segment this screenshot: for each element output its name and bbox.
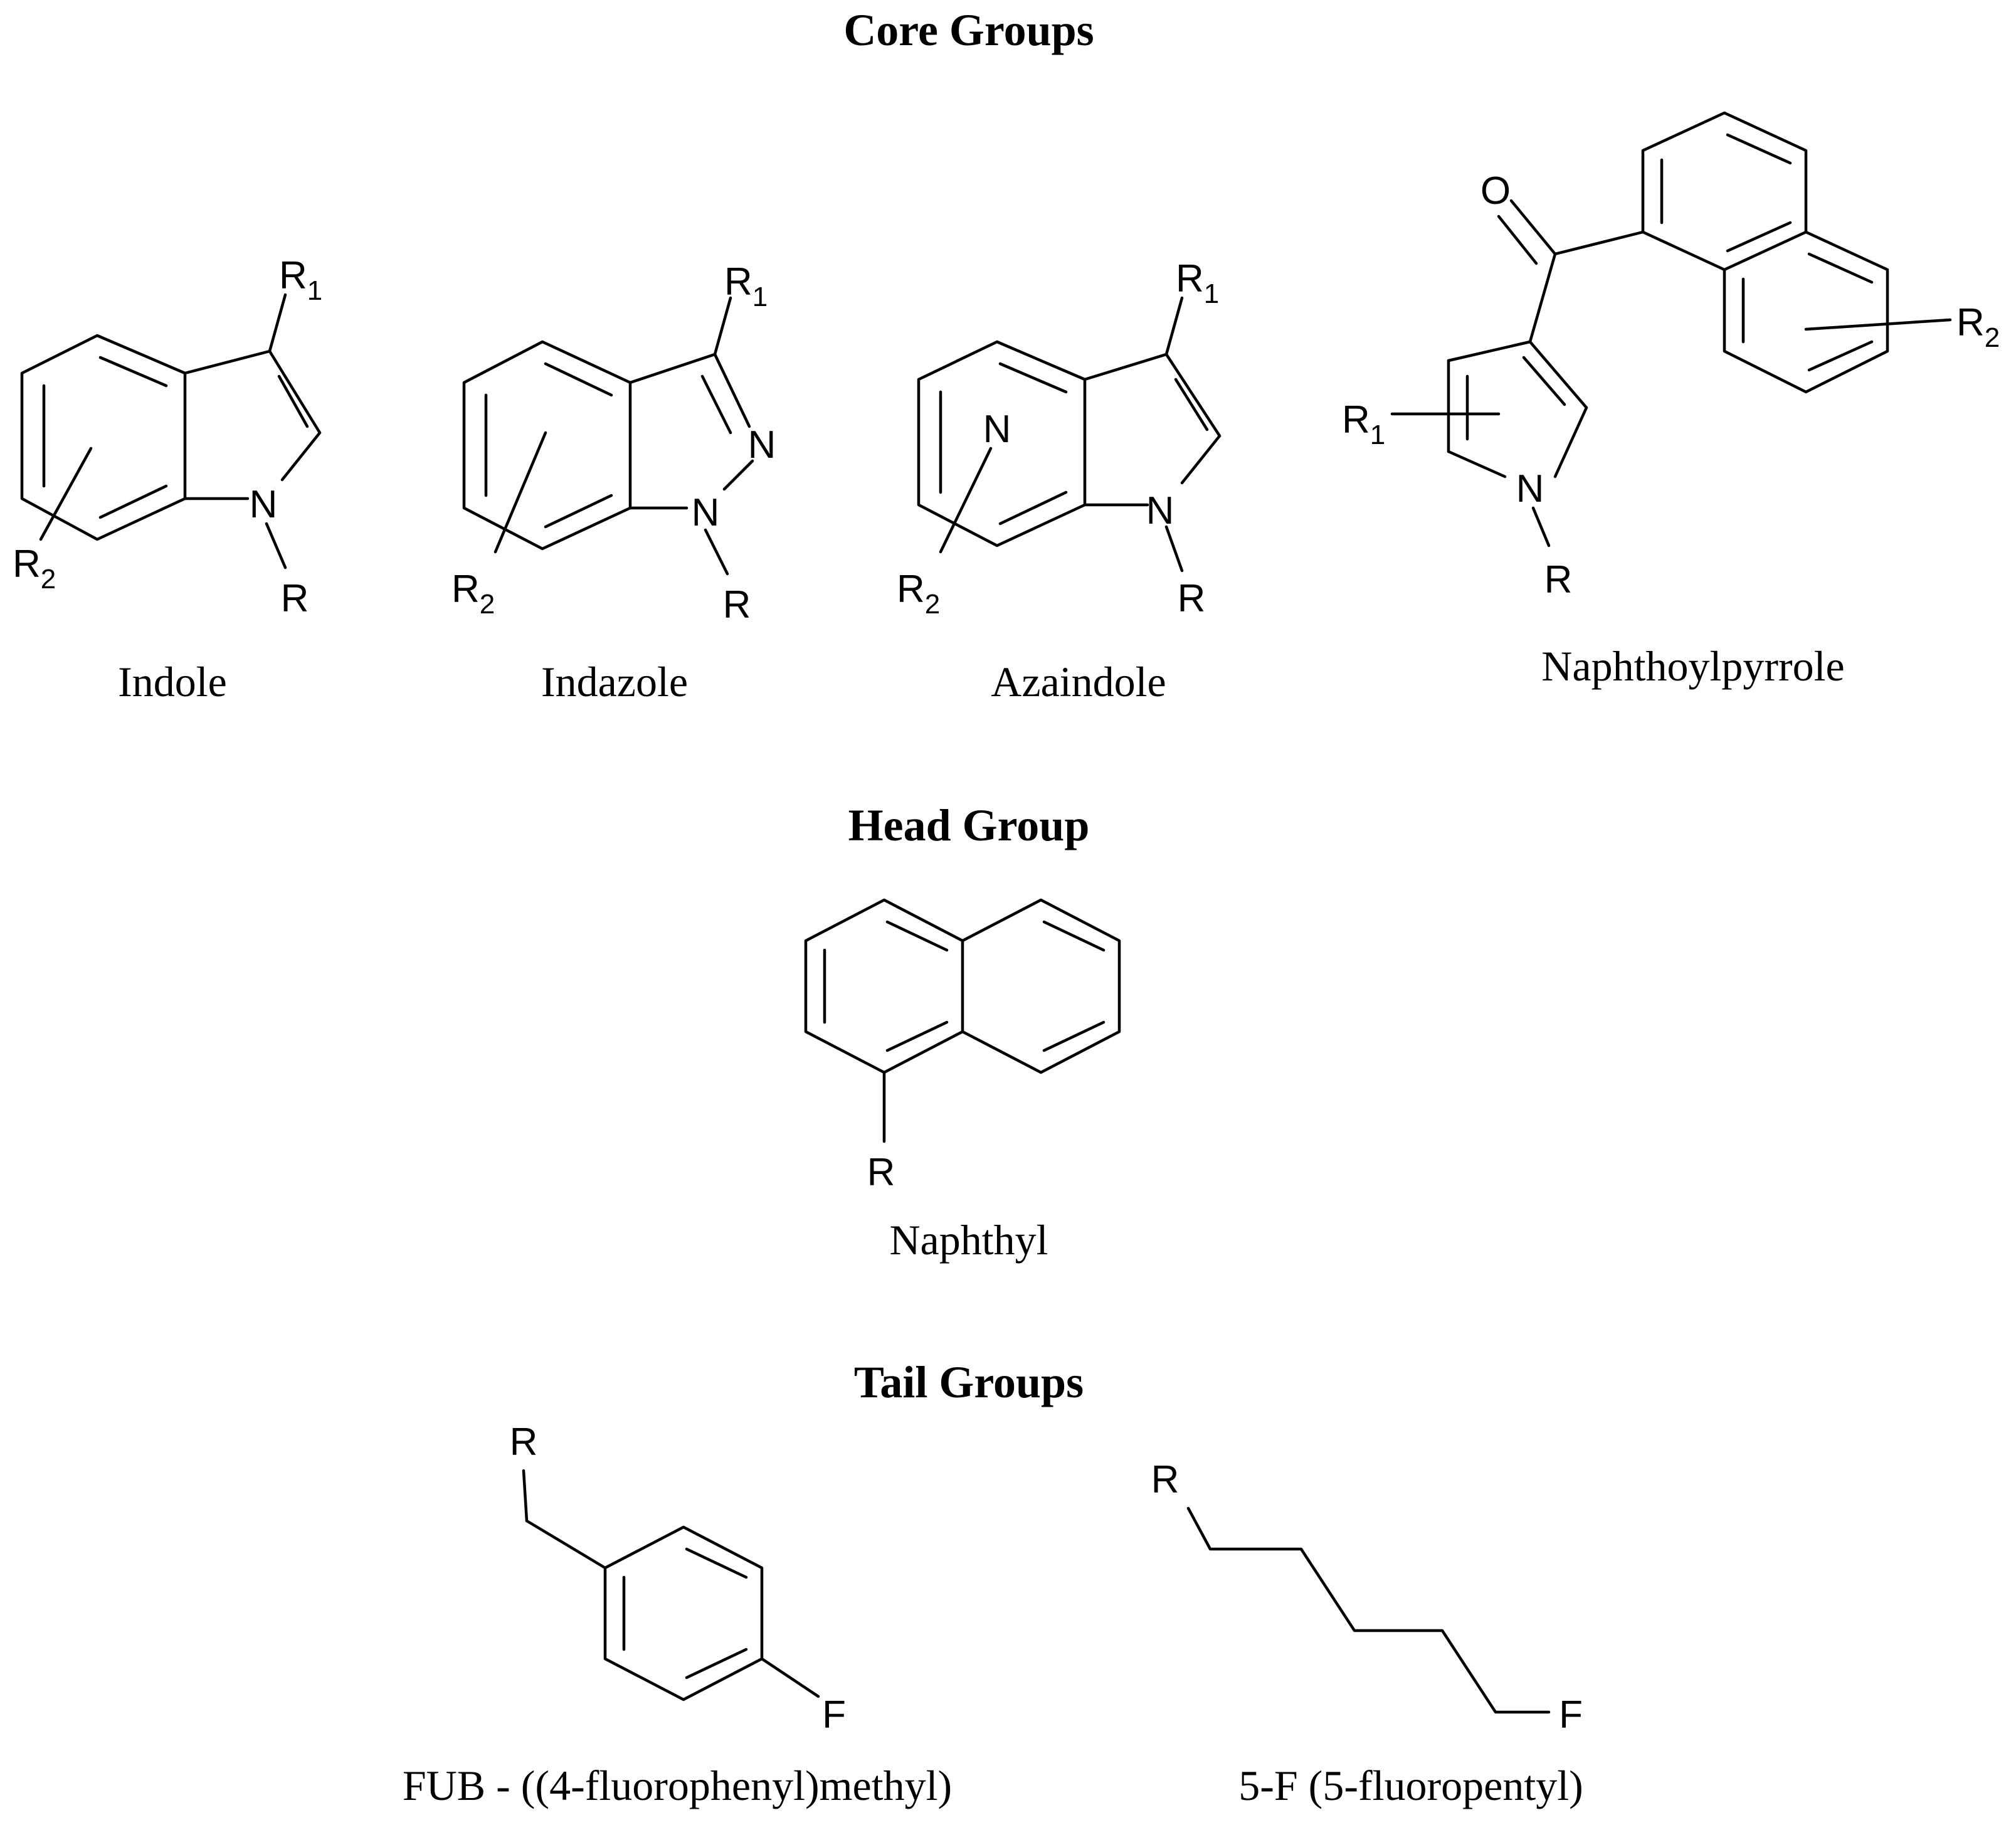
- heading-tail-groups: Tail Groups: [854, 1357, 1084, 1407]
- caption-fluoropentyl: 5-F (5-fluoropentyl): [1238, 1762, 1583, 1809]
- fub-structure: R F FUB - ((4-fluorophenyl)methyl): [403, 1420, 952, 1809]
- naphthyl-r-atom: R: [867, 1151, 895, 1194]
- fluoropentyl-structure: R F 5-F (5-fluoropentyl): [1151, 1458, 1583, 1809]
- azaindole-r-atom: R: [1178, 577, 1206, 620]
- pentyl-r-atom: R: [1151, 1458, 1180, 1501]
- indole-n-atom: N: [250, 483, 278, 526]
- azaindole-r1-label: R1: [1176, 257, 1219, 309]
- indazole-r-atom: R: [723, 583, 751, 627]
- indazole-r1-label: R1: [724, 260, 768, 312]
- indazole-r2-label: R2: [451, 568, 495, 620]
- indole-structure: N R R1 R2 Indole: [13, 254, 322, 706]
- caption-indole: Indole: [118, 658, 227, 706]
- naphthoylpyrrole-structure: O N R R1 R2 Naphthoylpyrrole: [1342, 111, 2000, 690]
- pyrrole-r1-label: R1: [1342, 398, 1385, 450]
- fub-f-atom: F: [822, 1693, 846, 1737]
- azaindole-ring-n-atom: N: [983, 408, 1011, 451]
- carbonyl-o-atom: O: [1480, 169, 1511, 213]
- indazole-n1-atom: N: [692, 491, 720, 534]
- azaindole-structure: N N R R1 R2 Azaindole: [897, 257, 1222, 706]
- heading-head-group: Head Group: [848, 800, 1090, 850]
- naphthyl-r2-label: R2: [1956, 301, 2000, 353]
- indazole-n2-atom: N: [748, 423, 776, 467]
- pentyl-f-atom: F: [1559, 1693, 1583, 1737]
- pyrrole-r-atom: R: [1544, 558, 1573, 601]
- indole-r1-label: R1: [279, 254, 322, 306]
- caption-naphthyl: Naphthyl: [889, 1216, 1048, 1264]
- indole-r2-label: R2: [13, 542, 56, 595]
- azaindole-r2-label: R2: [897, 568, 940, 620]
- pyrrole-n-atom: N: [1516, 467, 1544, 510]
- caption-indazole: Indazole: [541, 658, 688, 706]
- azaindole-n1-atom: N: [1146, 489, 1174, 532]
- indazole-structure: N N R R1 R2 Indazole: [451, 260, 776, 706]
- indole-r-atom: R: [281, 577, 309, 620]
- caption-azaindole: Azaindole: [991, 658, 1166, 706]
- caption-fub: FUB - ((4-fluorophenyl)methyl): [403, 1762, 952, 1809]
- naphthyl-structure: R Naphthyl: [804, 898, 1121, 1264]
- fub-r-atom: R: [510, 1420, 538, 1464]
- heading-core-groups: Core Groups: [843, 5, 1094, 55]
- caption-naphthoylpyrrole: Naphthoylpyrrole: [1541, 642, 1844, 690]
